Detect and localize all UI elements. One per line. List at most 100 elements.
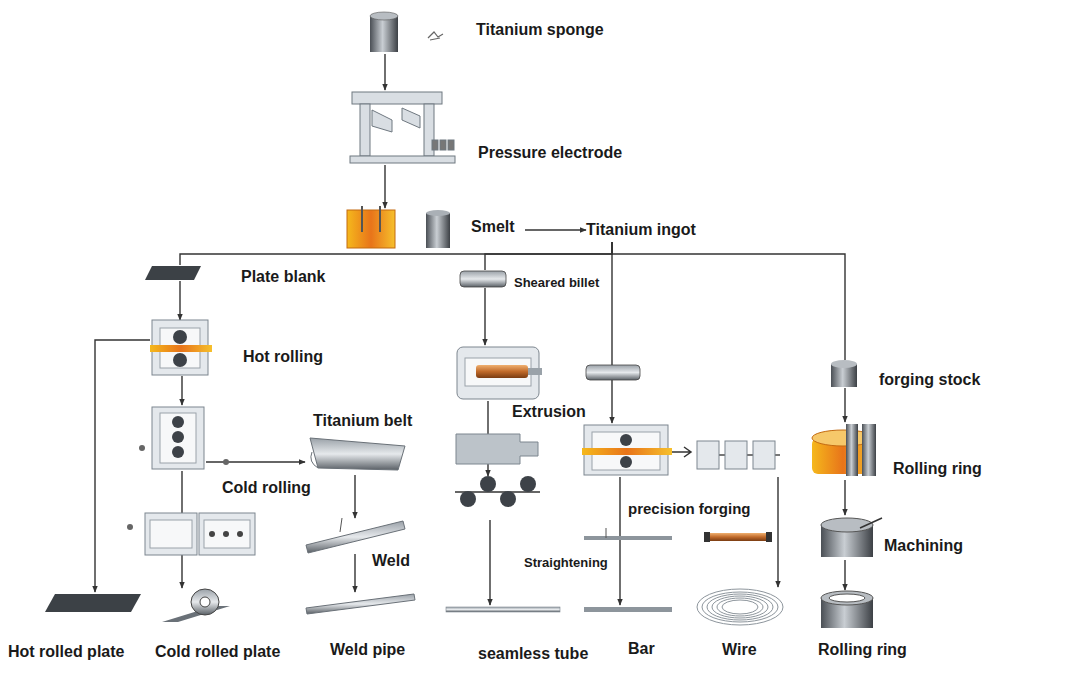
machining-icon-part <box>860 518 882 528</box>
step-label: seamless tube <box>478 645 588 663</box>
cold-rolled-coil-icon <box>162 589 230 622</box>
extrusion-press <box>457 347 542 399</box>
forging-mill-part <box>582 448 672 455</box>
forged-bar-part <box>766 532 772 542</box>
process-step: Sheared billet <box>458 270 508 288</box>
flow-arrow <box>206 461 305 462</box>
ring-rolling-icon-part <box>846 424 858 476</box>
annealing-furnace <box>127 513 255 555</box>
process-step: Rolling ring <box>810 422 880 480</box>
machining-icon <box>821 518 882 557</box>
flow-arrow <box>179 281 180 320</box>
step-label: Extrusion <box>512 403 586 421</box>
press-icon-part <box>448 140 454 150</box>
step-label: Hot rolled plate <box>8 643 124 661</box>
wire-coil-icon-part <box>702 592 778 622</box>
wire-coil-icon <box>697 589 783 625</box>
bar-icon <box>584 607 672 612</box>
billet-icon-part <box>586 365 640 380</box>
step-label: Cold rolling <box>222 479 311 497</box>
annealing-furnace-part <box>145 513 197 555</box>
step-label: Hot rolling <box>243 348 323 366</box>
wire-coil-icon-part <box>712 596 768 618</box>
annealing-furnace-part <box>209 531 215 537</box>
step-label: Smelt <box>471 218 515 236</box>
weld-icon <box>306 518 405 553</box>
forged-bar <box>584 528 772 542</box>
forging-mill-part <box>620 456 632 468</box>
hot-rolling-mill-part <box>150 345 212 352</box>
extrusion-press-part <box>457 347 539 399</box>
flow-arrow <box>354 554 355 592</box>
extruded-profile <box>456 434 538 464</box>
flow-arrow <box>777 477 778 587</box>
flow-arrow <box>844 388 845 422</box>
flow-arrow <box>181 376 182 405</box>
cold-rolled-coil-icon-part <box>191 589 219 615</box>
flow-arrow <box>525 229 586 230</box>
process-step: Weld pipe <box>305 592 417 614</box>
process-step: Weld <box>305 518 405 554</box>
process-step: forging stock <box>830 360 858 388</box>
step-label: Plate blank <box>241 268 325 286</box>
seamless-tube-icon-part <box>446 607 560 612</box>
press-icon-part <box>360 104 370 156</box>
flow-arrow <box>354 475 355 518</box>
flow-arrow <box>384 54 385 90</box>
forging-mill <box>582 425 780 475</box>
flow-arrow <box>485 242 612 270</box>
step-label: Titanium sponge <box>476 21 604 39</box>
flow-arrow <box>612 242 845 360</box>
annealing-furnace-part <box>199 513 255 555</box>
process-step: Pressure electrode <box>348 90 458 165</box>
step-label: Wire <box>722 641 757 659</box>
flow-arrow <box>384 165 385 208</box>
sponge-icon <box>370 12 443 52</box>
titanium-belt-icon-part <box>311 452 318 468</box>
step-label: forging stock <box>879 371 980 389</box>
step-label: Rolling ring <box>818 641 907 659</box>
step-label: Sheared billet <box>514 276 599 291</box>
process-step: Smelt <box>345 208 525 250</box>
annealing-furnace-part <box>150 520 192 548</box>
flow-arrow <box>484 288 485 345</box>
cold-rolling-mill-part <box>160 413 196 463</box>
process-step: Titanium sponge <box>368 12 400 54</box>
process-step: precision forging <box>582 423 786 477</box>
press-icon-part <box>352 92 442 104</box>
rolled-ring-icon-part <box>821 591 873 605</box>
forging-mill-part <box>672 447 691 457</box>
process-step: Titanium belt <box>305 435 405 475</box>
sponge-icon-part <box>370 16 398 52</box>
flow-arrow <box>844 560 845 590</box>
process-step: Titanium ingot <box>586 221 698 242</box>
extruded-profile-part <box>456 434 538 464</box>
hot-rolling-mill <box>150 320 212 375</box>
process-step: Hot rolled plate <box>45 592 141 614</box>
annealing-furnace-part <box>127 524 133 530</box>
weld-icon-part <box>340 518 342 532</box>
process-step: seamless tube <box>445 605 561 615</box>
hot-rolled-plate-icon-part <box>45 594 141 612</box>
titanium-belt-icon <box>310 438 405 470</box>
annealing-furnace-part <box>223 531 229 537</box>
plate-blank-icon <box>145 266 201 280</box>
flow-arrow <box>95 340 150 592</box>
straightening-rollers-part <box>480 476 496 492</box>
weld-icon-part <box>306 521 405 553</box>
ring-rolling-icon-part <box>862 424 876 476</box>
process-step: Plate blank <box>145 265 201 281</box>
process-step: Cold rolling <box>150 405 206 471</box>
flow-arrow <box>619 477 620 605</box>
furnace-icon-part <box>347 210 395 248</box>
process-step: Wire <box>695 587 785 627</box>
seamless-tube-icon <box>446 607 560 612</box>
plate-blank-icon-part <box>145 266 201 280</box>
step-label: precision forging <box>628 500 751 517</box>
sponge-icon-part <box>428 32 443 40</box>
cold-rolling-mill-part <box>152 407 204 469</box>
extrusion-press-part <box>528 368 542 375</box>
step-label: Weld pipe <box>330 641 405 659</box>
process-step: Machining <box>820 515 876 560</box>
